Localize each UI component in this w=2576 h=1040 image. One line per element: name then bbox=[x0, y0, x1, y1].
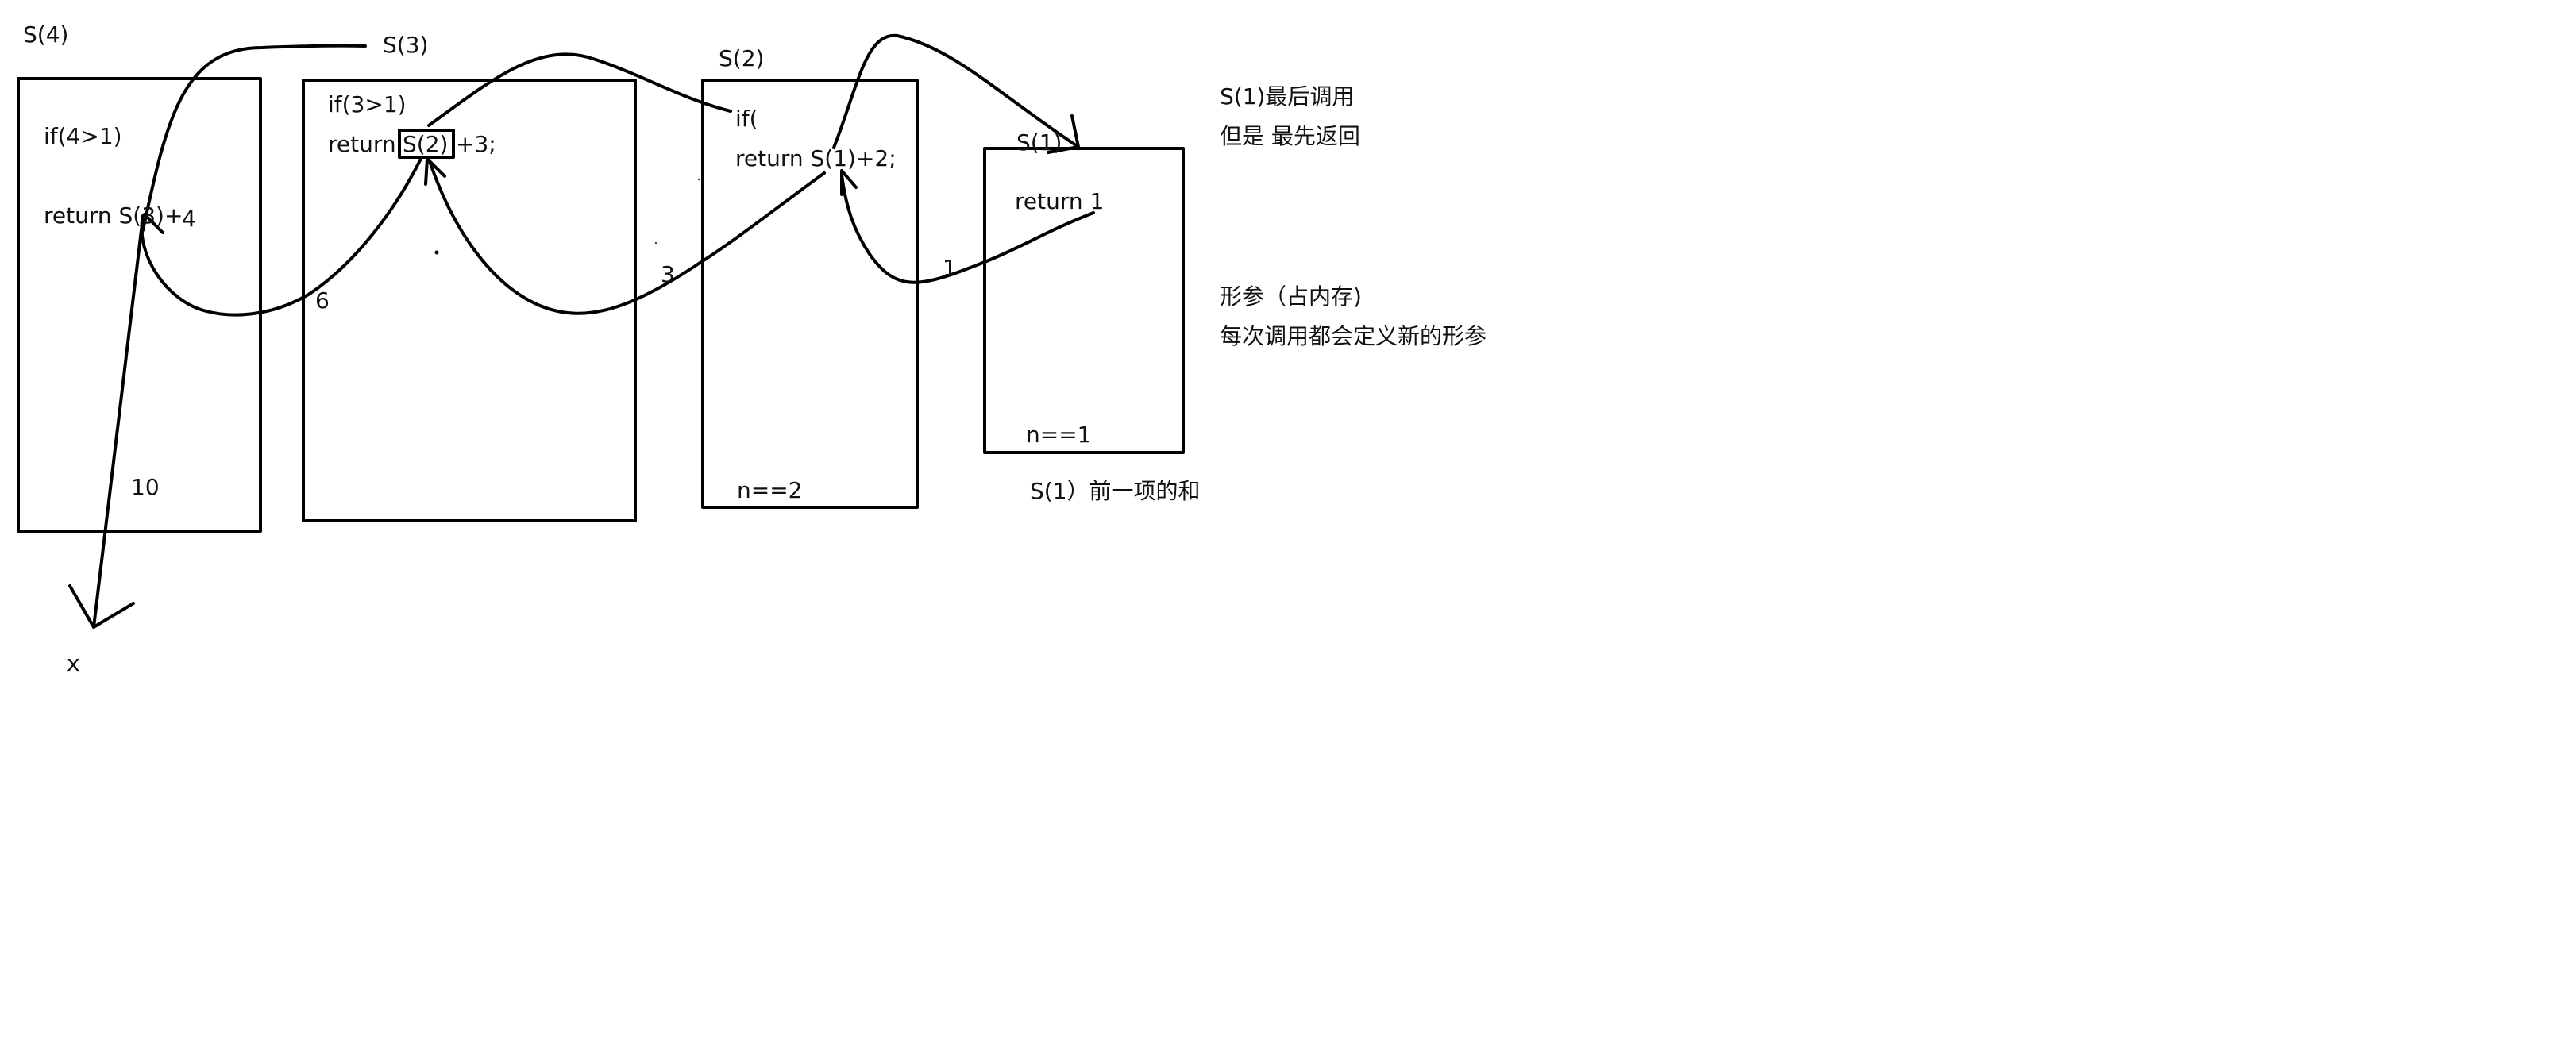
frame-title-s3: S(3) bbox=[383, 32, 429, 58]
frame-s4-return: return S(3)+ bbox=[44, 202, 183, 229]
frame-box-s2 bbox=[701, 79, 919, 509]
result-arrow bbox=[92, 229, 143, 629]
note-formal-param: 形参（占内存) bbox=[1220, 283, 1362, 310]
frame-s4-condition: if(4>1) bbox=[44, 123, 122, 149]
returned-value-s2: 3 bbox=[661, 261, 675, 287]
frame-s3-return-call: S(2) bbox=[403, 131, 449, 157]
frame-s4-return-addend: 4 bbox=[182, 206, 196, 232]
frame-title-s4: S(4) bbox=[23, 21, 69, 48]
result-value-s4: 10 bbox=[131, 474, 160, 500]
returned-value-s3: 6 bbox=[315, 287, 330, 314]
frame-s3-return: return bbox=[328, 131, 396, 157]
frame-s2-condition: if( bbox=[735, 106, 758, 132]
call-arrow-s2-to-s1 bbox=[832, 33, 1078, 149]
frame-box-s4 bbox=[17, 77, 262, 533]
note-first-returned: 但是 最先返回 bbox=[1220, 123, 1360, 149]
return-arrow-s3-to-s4 bbox=[140, 157, 422, 317]
frame-title-s1: S(1) bbox=[1016, 129, 1062, 156]
frame-s1-return: return 1 bbox=[1015, 188, 1105, 214]
call-arrowhead-s1 bbox=[1047, 114, 1080, 154]
highlight-box-s2 bbox=[398, 129, 455, 159]
return-arrow-s2-to-s3 bbox=[427, 157, 826, 315]
call-arrow-s4-to-s3 bbox=[141, 44, 367, 232]
returned-value-s1: 1 bbox=[943, 255, 957, 281]
note-last-called: S(1)最后调用 bbox=[1220, 83, 1355, 110]
stray-dot bbox=[434, 250, 439, 255]
frame-title-s2: S(2) bbox=[719, 45, 765, 71]
frame-s3-return-addend: +3; bbox=[456, 131, 496, 157]
frame-s2-return: return S(1)+2; bbox=[735, 145, 897, 171]
frame-s1-caption: S(1）前一项的和 bbox=[1030, 478, 1201, 504]
frame-s3-condition: if(3>1) bbox=[328, 91, 407, 117]
frame-box-s1 bbox=[983, 147, 1185, 454]
note-new-param-each-call: 每次调用都会定义新的形参 bbox=[1220, 323, 1487, 349]
call-arrow-s3-to-s2 bbox=[427, 52, 732, 127]
frame-s2-param-note: n==2 bbox=[737, 477, 803, 503]
result-arrowhead bbox=[68, 584, 135, 629]
frame-s1-param-note: n==1 bbox=[1026, 422, 1092, 448]
output-label: x bbox=[67, 650, 80, 676]
stray-dot bbox=[697, 178, 700, 181]
stray-dot bbox=[654, 241, 657, 245]
return-arrowhead-s3 bbox=[424, 157, 446, 186]
return-arrow-s1-to-s2 bbox=[840, 173, 1095, 284]
return-arrowhead-s2 bbox=[840, 169, 858, 196]
